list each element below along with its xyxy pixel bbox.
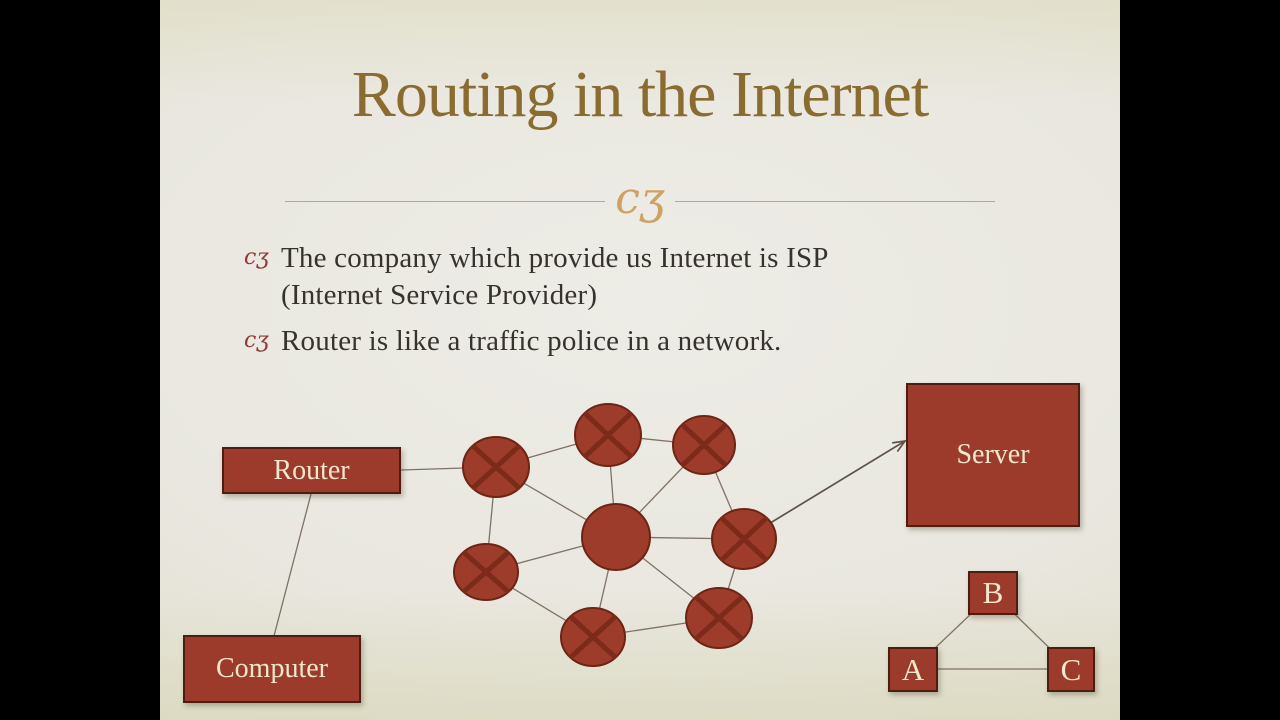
bullet-line: (Internet Service Provider) xyxy=(281,279,598,311)
node-c-box: C xyxy=(1047,647,1095,692)
fleuron-ornament-icon: cʒ xyxy=(615,173,665,224)
bullet-marker-icon: cʒ xyxy=(244,328,269,353)
node-b-box: B xyxy=(968,571,1018,615)
bullet-text: The company which provide us Internet is… xyxy=(281,240,829,314)
router-cross-icon xyxy=(470,443,522,491)
presentation-slide: Routing in the Internet cʒ cʒ The compan… xyxy=(160,0,1120,720)
title-divider: cʒ xyxy=(285,173,996,224)
router-cross-icon xyxy=(719,515,769,563)
router-node-circle xyxy=(453,543,519,601)
router-cross-icon xyxy=(679,422,729,468)
bullet-item: cʒ Router is like a traffic police in a … xyxy=(244,323,964,360)
router-node-circle xyxy=(560,607,626,667)
hub-node-circle xyxy=(581,503,651,571)
bullet-marker-icon: cʒ xyxy=(244,245,269,270)
bullet-line: The company which provide us Internet is… xyxy=(281,242,829,274)
bullet-text: Router is like a traffic police in a net… xyxy=(281,323,782,360)
slide-title: Routing in the Internet xyxy=(351,58,929,131)
router-cross-icon xyxy=(582,410,634,460)
bullet-line: Router is like a traffic police in a net… xyxy=(281,325,782,357)
bullet-list: cʒ The company which provide us Internet… xyxy=(244,240,964,369)
router-box: Router xyxy=(222,447,401,494)
divider-rule-left xyxy=(285,200,606,202)
router-cross-icon xyxy=(568,614,618,660)
router-node-circle xyxy=(462,436,530,498)
node-a-box: A xyxy=(888,647,938,692)
router-nodes xyxy=(453,403,777,667)
router-node-circle xyxy=(574,403,642,467)
server-box: Server xyxy=(906,383,1080,527)
router-cross-icon xyxy=(693,594,745,642)
arrow-head-icon xyxy=(892,439,907,452)
router-node-circle xyxy=(711,508,777,570)
router-node-circle xyxy=(685,587,753,649)
edge-router-computer xyxy=(273,493,312,637)
bullet-item: cʒ The company which provide us Internet… xyxy=(244,240,964,314)
router-cross-icon xyxy=(461,549,511,595)
divider-rule-right xyxy=(674,200,996,202)
router-node-circle xyxy=(672,415,736,475)
computer-box: Computer xyxy=(183,635,361,703)
